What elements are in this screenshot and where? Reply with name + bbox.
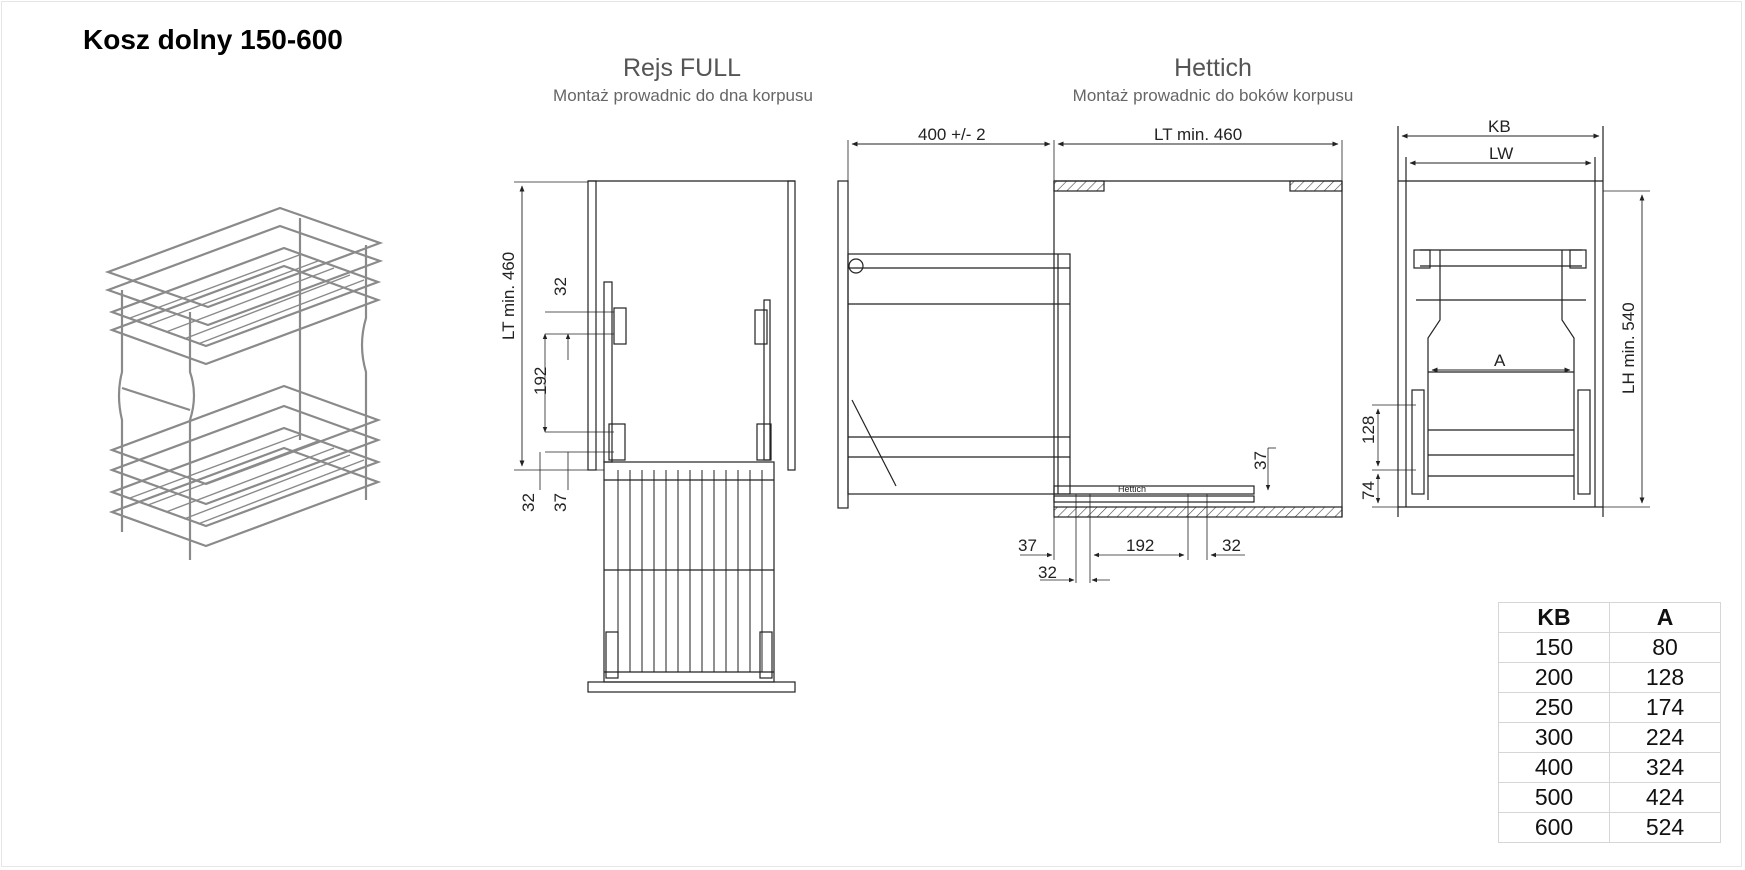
hettich-dim-37-vertical: 37 [1251,451,1270,470]
rejs-dim-37: 37 [551,493,570,512]
table-cell: 250 [1498,692,1610,723]
front-lw-label: LW [1489,144,1513,163]
table-cell: 174 [1609,692,1721,723]
front-kb-label: KB [1488,117,1511,136]
front-dim-74: 74 [1359,481,1378,500]
table-cell: 300 [1498,722,1610,753]
hettich-lt-label: LT min. 460 [1154,125,1242,144]
table-cell: 200 [1498,662,1610,693]
table-cell: 80 [1609,632,1721,663]
table-cell: 400 [1498,752,1610,783]
hettich-section-title: Hettich [1174,54,1252,82]
hettich-dim-192: 192 [1126,536,1154,555]
rejs-dim-32-bottom: 32 [519,493,538,512]
rejs-dim-32-top: 32 [551,277,570,296]
table-header-a: A [1609,602,1721,633]
rejs-section-subtitle: Montaż prowadnic do dna korpusu [553,86,813,105]
hettich-section-subtitle: Montaż prowadnic do boków korpusu [1072,86,1354,105]
rejs-drawing [514,180,796,693]
table-cell: 500 [1498,782,1610,813]
rejs-dim-192: 192 [531,367,550,395]
hettich-dim-32-bottom: 32 [1038,563,1057,582]
front-a-label: A [1494,351,1506,370]
table-cell: 524 [1609,812,1721,843]
table-cell: 324 [1609,752,1721,783]
front-view-drawing [1372,126,1650,517]
table-header-row: KB A [1498,602,1721,633]
hettich-dim-400: 400 +/- 2 [918,125,986,144]
basket-3d-illustration [104,206,384,560]
front-lh-label: LH min. 540 [1619,302,1638,394]
table-cell: 424 [1609,782,1721,813]
front-dim-128: 128 [1359,416,1378,444]
rejs-lt-label: LT min. 460 [499,252,518,340]
table-header-kb: KB [1498,602,1610,633]
hettich-slide-brand: Hettich [1118,484,1146,494]
table-cell: 128 [1609,662,1721,693]
hettich-dim-37: 37 [1018,536,1037,555]
table-cell: 600 [1498,812,1610,843]
page-title: Kosz dolny 150-600 [83,24,343,55]
table-cell: 224 [1609,722,1721,753]
hettich-dim-32-right: 32 [1222,536,1241,555]
hettich-drawing [837,140,1343,583]
rejs-section-title: Rejs FULL [622,54,742,82]
table-cell: 150 [1498,632,1610,663]
